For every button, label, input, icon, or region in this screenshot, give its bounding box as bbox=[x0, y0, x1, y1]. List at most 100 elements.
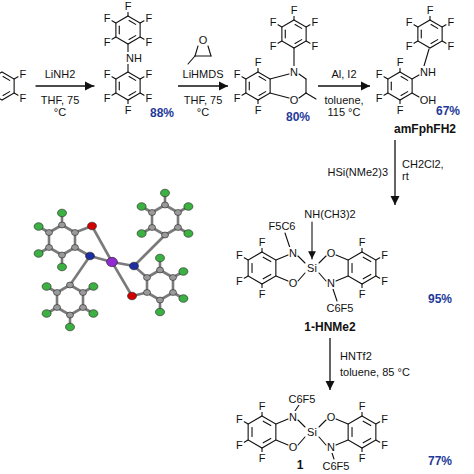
benzene-ring bbox=[116, 72, 140, 100]
atom-label: F bbox=[236, 275, 243, 287]
atom-label: F bbox=[145, 12, 152, 24]
crystal-atom bbox=[156, 254, 165, 262]
atom-label: F bbox=[291, 4, 298, 16]
bond-line bbox=[208, 46, 211, 56]
fluorine-bond bbox=[140, 21, 144, 23]
atom-label: O bbox=[290, 94, 299, 106]
fluorine-bond bbox=[376, 276, 380, 278]
atom-label: F bbox=[397, 104, 404, 116]
atom-label: F bbox=[104, 92, 111, 104]
crystal-atom bbox=[89, 310, 98, 318]
crystal-atom bbox=[67, 282, 74, 288]
atom-label: N bbox=[290, 66, 298, 78]
double-bond bbox=[263, 421, 271, 425]
fluorine-bond bbox=[306, 25, 310, 27]
crystal-atom bbox=[179, 295, 188, 303]
atom-label: F bbox=[255, 56, 262, 68]
yield-label: 77% bbox=[428, 455, 452, 468]
crystal-atom bbox=[169, 290, 176, 296]
fluorine-bond bbox=[376, 258, 380, 260]
reaction-condition: LiHMDS bbox=[183, 68, 224, 80]
fluorine-bond bbox=[293, 16, 294, 21]
fluorine-bond bbox=[384, 77, 388, 79]
atom-label: F bbox=[359, 236, 366, 248]
bond-line bbox=[299, 93, 306, 98]
atom-label: F bbox=[427, 4, 434, 16]
bond-line bbox=[336, 276, 348, 281]
double-bond bbox=[421, 30, 422, 38]
crystal-structure bbox=[34, 189, 193, 331]
atom-label: F bbox=[311, 16, 318, 28]
double-bond bbox=[119, 26, 120, 34]
crystal-atom bbox=[184, 230, 193, 238]
crystal-atom bbox=[144, 275, 151, 281]
atom-label: F bbox=[359, 288, 366, 300]
atom-label: F bbox=[145, 36, 152, 48]
double-bond bbox=[263, 257, 271, 261]
benzene-ring bbox=[282, 20, 306, 48]
bond-line bbox=[305, 79, 306, 93]
fluorine-bond bbox=[399, 68, 400, 73]
double-bond bbox=[351, 264, 352, 273]
crystal-atom bbox=[184, 203, 193, 211]
atom-label: F bbox=[234, 92, 241, 104]
bond-line bbox=[195, 55, 211, 56]
crystal-atom bbox=[71, 245, 78, 251]
crystal-atom bbox=[137, 203, 146, 211]
benzene-ring bbox=[418, 20, 442, 48]
reaction-arrow bbox=[36, 85, 94, 86]
atom-label: OH bbox=[420, 94, 437, 106]
double-bond bbox=[431, 25, 438, 29]
atom-label: O bbox=[327, 247, 336, 259]
reaction-arrow bbox=[318, 85, 370, 86]
double-bond bbox=[363, 438, 371, 442]
atom-label: F bbox=[259, 288, 266, 300]
crystal-atom bbox=[162, 202, 169, 208]
atom-label: O bbox=[289, 441, 298, 453]
double-bond bbox=[259, 77, 266, 81]
atom-label: F bbox=[270, 40, 277, 52]
crystal-atom bbox=[88, 222, 97, 230]
crystal-atom bbox=[144, 290, 151, 296]
fluorine-bond bbox=[140, 77, 144, 79]
fluorine-bond bbox=[442, 25, 446, 27]
benzene-ring bbox=[248, 252, 276, 284]
crystal-atom bbox=[149, 210, 156, 216]
double-bond bbox=[295, 25, 302, 29]
bond-line bbox=[319, 437, 326, 445]
compound-label: 1-HNMe2 bbox=[304, 321, 355, 334]
bond-line bbox=[424, 49, 429, 66]
fluorine-bond bbox=[278, 41, 282, 43]
atom-label: N bbox=[289, 411, 297, 423]
crystal-atom bbox=[174, 225, 181, 231]
atom-label: F bbox=[381, 439, 388, 451]
reaction-condition: O bbox=[199, 34, 208, 46]
bond-line bbox=[276, 440, 288, 445]
double-bond bbox=[249, 82, 250, 90]
atom-label: F bbox=[125, 0, 132, 12]
atom-label: NH bbox=[420, 66, 436, 78]
atom-label: F bbox=[381, 275, 388, 287]
double-bond bbox=[401, 77, 408, 81]
benzene-ring bbox=[0, 72, 14, 100]
reaction-condition: toluene, 85 °C bbox=[340, 366, 410, 378]
atom-label: O bbox=[327, 411, 336, 423]
crystal-atom bbox=[107, 257, 118, 266]
reaction-condition: LiNH2 bbox=[45, 68, 76, 80]
atom-label: C6F5 bbox=[323, 460, 350, 472]
bond-line bbox=[319, 420, 326, 427]
reaction-arrow bbox=[178, 85, 228, 86]
reaction-condition: CH2Cl2, rt bbox=[402, 158, 448, 183]
atom-label: F bbox=[236, 249, 243, 261]
atom-label: F bbox=[255, 104, 262, 116]
atom-label: F bbox=[145, 68, 152, 80]
bond-line bbox=[195, 46, 198, 56]
crystal-atom bbox=[42, 310, 51, 318]
double-bond bbox=[259, 92, 266, 96]
atom-label: F bbox=[259, 400, 266, 412]
fluorine-bond bbox=[244, 276, 248, 278]
crystal-atom bbox=[174, 210, 181, 216]
crystal-atom bbox=[79, 305, 86, 311]
bond-line bbox=[188, 56, 195, 64]
